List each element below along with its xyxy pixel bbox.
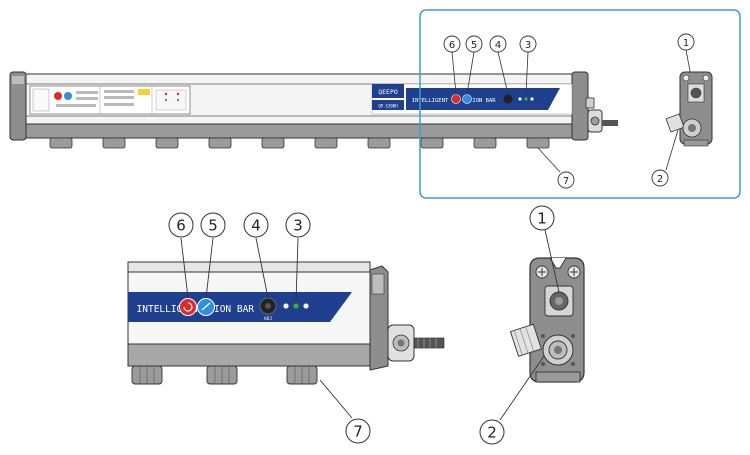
end-view-callouts: 1 2 (479, 205, 555, 445)
callout-1-small: 1 (683, 38, 689, 49)
callout-4: 4 (251, 217, 261, 235)
callout-2-small: 2 (657, 174, 663, 185)
end-view-small (665, 71, 713, 147)
ion-bar-label: ION BAR (214, 304, 254, 315)
model-code: QP-S30BH (378, 104, 398, 109)
detail-connector-cable (413, 337, 445, 349)
adj-connector-small (503, 94, 513, 104)
led-2 (293, 303, 299, 309)
detail-callout-leaders (180, 237, 353, 419)
top-callouts (451, 49, 695, 173)
detail-bar-base (127, 343, 371, 367)
red-indicator (179, 298, 197, 316)
end-view-detail (509, 257, 585, 383)
ion-bar-label-small: ION BAR (472, 98, 496, 104)
label-yellow-mark (138, 89, 150, 95)
bar-base (25, 123, 573, 139)
callout-7-small: 7 (563, 176, 569, 187)
callout-4-small: 4 (495, 40, 501, 51)
warning-red-icon (54, 92, 62, 100)
detail-highlight-frame (419, 9, 741, 199)
adj-label: ADJ (264, 316, 272, 322)
intelligent-label-small: INTELLIGENT (412, 98, 449, 104)
emitter-nozzles (49, 137, 550, 149)
right-end-cap (571, 71, 589, 141)
blue-indicator-small (462, 94, 472, 104)
callout-5-small: 5 (471, 40, 477, 51)
red-indicator-small (451, 94, 461, 104)
connector-cable (602, 120, 618, 126)
callout-6: 6 (176, 217, 186, 235)
led-3 (303, 303, 309, 309)
led-1 (283, 303, 289, 309)
end-view-callout-leaders (499, 229, 560, 421)
blue-stripe (406, 88, 560, 110)
intelligent-label: INTELLIGENT (137, 304, 200, 315)
detail-emitter-nozzles (131, 365, 318, 385)
callout-1: 1 (537, 210, 547, 228)
left-end-cap-detail (12, 76, 24, 84)
callout-6-small: 6 (449, 40, 455, 51)
brand-badge (372, 84, 404, 98)
brand-name: QEEPO (378, 88, 398, 96)
side-connector (509, 323, 542, 357)
ion-bar-full-view: QEEPO QP-S30BH INTELLIGENT ION BAR (9, 71, 618, 149)
ion-bar-detail-view: INTELLIGENT ION BAR ADJ (127, 261, 445, 385)
warning-blue-icon (64, 92, 72, 100)
callout-5: 5 (208, 217, 218, 235)
callout-3-small: 3 (525, 40, 531, 51)
detail-callouts: 6 5 4 3 7 (168, 212, 371, 444)
callout-2: 2 (487, 424, 497, 442)
warning-label-sticker (29, 85, 191, 115)
bar-front-panel: QEEPO QP-S30BH INTELLIGENT ION BAR (371, 83, 573, 115)
top-callout-circles: 6 5 4 3 7 1 2 (443, 33, 695, 189)
callout-7: 7 (353, 423, 363, 441)
callout-3: 3 (293, 217, 303, 235)
